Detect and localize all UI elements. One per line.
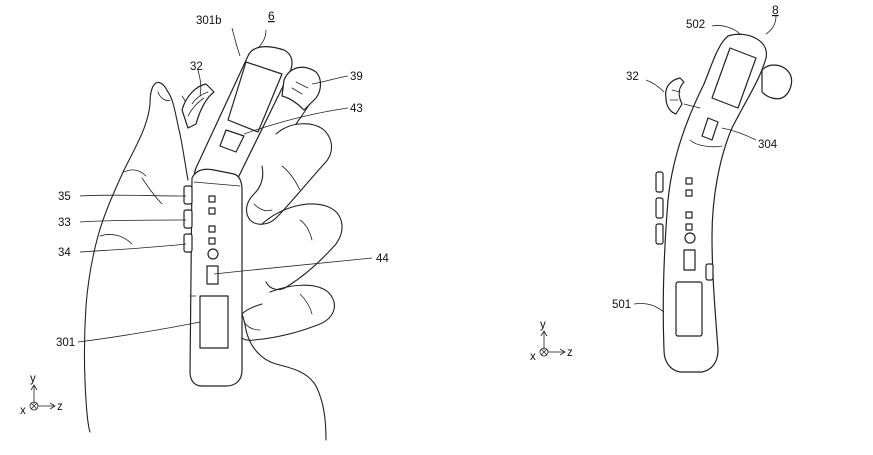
label-32-right: 32 (626, 71, 639, 83)
axis-z-label: z (57, 401, 63, 413)
figure-right: 8 502 32 304 501 y x z (530, 3, 793, 373)
label-501: 501 (612, 299, 631, 311)
label-44: 44 (376, 253, 389, 265)
axis-indicator-left: y x z (20, 373, 63, 417)
leaders-left (77, 27, 373, 343)
axis-x-label-right: x (530, 351, 536, 363)
label-301b: 301b (196, 15, 222, 27)
axis-z-label-right: z (567, 347, 573, 359)
label-34: 34 (58, 247, 71, 259)
labels-left: 6 301b 32 39 43 35 33 34 44 301 (56, 9, 389, 349)
label-33: 33 (58, 217, 71, 229)
label-301: 301 (56, 337, 75, 349)
label-43: 43 (350, 103, 363, 115)
label-32: 32 (190, 61, 203, 73)
device-6 (183, 46, 322, 387)
label-39: 39 (350, 71, 363, 83)
axis-y-label-right: y (540, 319, 546, 331)
axis-y-label: y (30, 373, 36, 385)
figure-number-6: 6 (268, 9, 275, 23)
leaders-right (633, 15, 777, 313)
label-304: 304 (758, 139, 778, 151)
device-8 (655, 33, 793, 373)
flap-32-left (181, 83, 215, 129)
label-35: 35 (58, 191, 71, 203)
labels-right: 8 502 32 304 501 (612, 3, 779, 311)
figure-number-8: 8 (772, 3, 779, 17)
axis-indicator-right: y x z (530, 319, 573, 363)
flap-32-right (665, 77, 701, 115)
label-502: 502 (686, 19, 705, 31)
figure-left: 6 301b 32 39 43 35 33 34 44 301 y x z (20, 9, 389, 441)
axis-x-label: x (20, 405, 26, 417)
